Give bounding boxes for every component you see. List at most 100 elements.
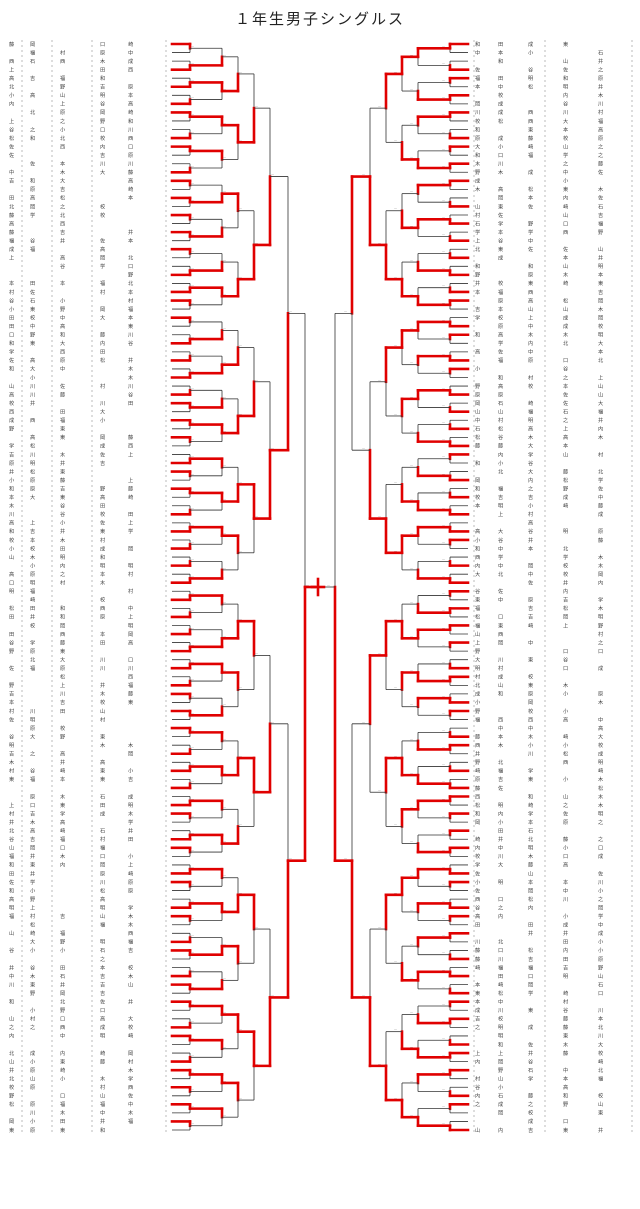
- name-glyph: 大: [475, 655, 480, 663]
- score-mark: —: [410, 908, 413, 912]
- score-mark: —: [442, 763, 445, 767]
- name-glyph: 川: [563, 897, 568, 903]
- score-mark: —: [442, 301, 445, 305]
- name-glyph: 之: [598, 818, 603, 826]
- name-glyph: 校: [30, 621, 35, 629]
- score-mark: —: [223, 737, 226, 741]
- score-mark: —: [394, 1028, 397, 1032]
- score-mark: —: [442, 335, 445, 339]
- name-glyph: 校: [30, 544, 35, 552]
- name-glyph: 吉: [9, 451, 14, 458]
- score-mark: —: [362, 720, 365, 724]
- name-glyph: 学: [30, 878, 35, 886]
- name-glyph: 田: [128, 400, 133, 407]
- name-glyph: 木: [128, 972, 134, 980]
- score-mark: —: [191, 147, 194, 151]
- name-glyph: 内: [528, 903, 533, 911]
- name-glyph: 明: [598, 759, 603, 766]
- name-glyph: 岡: [598, 571, 603, 578]
- name-glyph: 村: [9, 767, 14, 775]
- name-glyph: 岡: [498, 1110, 503, 1117]
- name-glyph: 山: [563, 142, 568, 150]
- name-glyph: 藤: [475, 784, 481, 792]
- name-glyph: 小: [563, 844, 569, 852]
- name-glyph: 川: [100, 401, 105, 407]
- name-glyph: 村: [498, 664, 503, 672]
- name-glyph: 和: [9, 365, 14, 373]
- name-glyph: 小: [563, 690, 569, 698]
- name-glyph: 口: [498, 152, 503, 159]
- name-glyph: 東: [528, 655, 533, 663]
- name-glyph: 校: [598, 1092, 603, 1100]
- name-glyph: 北: [598, 1066, 604, 1074]
- name-glyph: 小: [128, 852, 134, 860]
- name-glyph: 之: [598, 65, 603, 73]
- score-mark: —: [442, 421, 445, 425]
- name-glyph: 小: [30, 1006, 36, 1014]
- name-glyph: 村: [60, 48, 65, 56]
- name-glyph: 谷: [30, 236, 36, 244]
- score-mark: —: [394, 959, 397, 963]
- name-glyph: 校: [563, 570, 568, 578]
- name-glyph: 本: [528, 194, 533, 202]
- name-glyph: 本: [60, 279, 65, 287]
- name-glyph: 大: [30, 365, 35, 373]
- name-glyph: 井: [9, 963, 14, 971]
- score-mark: —: [410, 292, 413, 296]
- name-glyph: 岡: [128, 751, 133, 758]
- name-glyph: 大: [30, 732, 35, 740]
- name-glyph: 北: [498, 938, 504, 946]
- name-glyph: 東: [60, 801, 65, 809]
- score-mark: —: [271, 993, 274, 997]
- name-glyph: 明: [563, 973, 568, 980]
- name-glyph: 明: [598, 263, 603, 270]
- name-glyph: 大: [498, 861, 503, 869]
- name-glyph: 高: [128, 638, 133, 646]
- name-glyph: 川: [498, 957, 503, 963]
- name-glyph: 成: [563, 313, 568, 321]
- name-glyph: 和: [100, 553, 105, 561]
- name-glyph: 上: [128, 450, 133, 458]
- name-glyph: 東: [30, 980, 35, 988]
- name-glyph: 木: [60, 450, 66, 458]
- name-glyph: 中: [30, 322, 35, 330]
- name-glyph: 井: [30, 613, 35, 621]
- name-glyph: 村: [100, 835, 105, 843]
- name-glyph: 山: [598, 390, 603, 398]
- name-glyph: 井: [9, 467, 14, 475]
- name-glyph: 山: [100, 707, 105, 715]
- name-glyph: 原: [60, 109, 65, 116]
- name-glyph: 原: [128, 84, 133, 91]
- score-mark: —: [191, 61, 194, 65]
- score-mark: —: [410, 395, 413, 399]
- name-glyph: 明: [128, 802, 133, 809]
- score-mark: —: [223, 463, 226, 467]
- name-glyph: 谷: [9, 732, 15, 740]
- name-glyph: 東: [30, 305, 35, 313]
- name-glyph: 松: [528, 185, 533, 193]
- name-glyph: 井: [128, 998, 133, 1006]
- name-glyph: 木: [598, 305, 604, 313]
- score-mark: —: [410, 737, 413, 741]
- score-mark: —: [442, 61, 445, 65]
- name-glyph: 高: [128, 100, 133, 108]
- name-glyph: 山: [498, 408, 503, 416]
- name-glyph: 中: [528, 236, 533, 244]
- score-mark: —: [223, 566, 226, 570]
- name-glyph: 高: [598, 724, 603, 732]
- name-glyph: 藤: [128, 433, 134, 441]
- name-glyph: 松: [100, 356, 105, 364]
- score-mark: —: [362, 173, 365, 177]
- name-glyph: 谷: [100, 100, 106, 108]
- name-glyph: 小: [60, 946, 66, 954]
- name-glyph: 野: [30, 989, 36, 997]
- name-glyph: 吉: [9, 691, 14, 698]
- name-glyph: 原: [528, 691, 533, 698]
- name-glyph: 之: [563, 801, 568, 809]
- name-glyph: 高: [100, 758, 105, 766]
- name-glyph: 西: [128, 443, 133, 450]
- name-glyph: 福: [100, 1100, 105, 1108]
- score-mark: —: [255, 378, 258, 382]
- name-glyph: 学: [598, 912, 603, 920]
- name-glyph: 小: [128, 767, 134, 775]
